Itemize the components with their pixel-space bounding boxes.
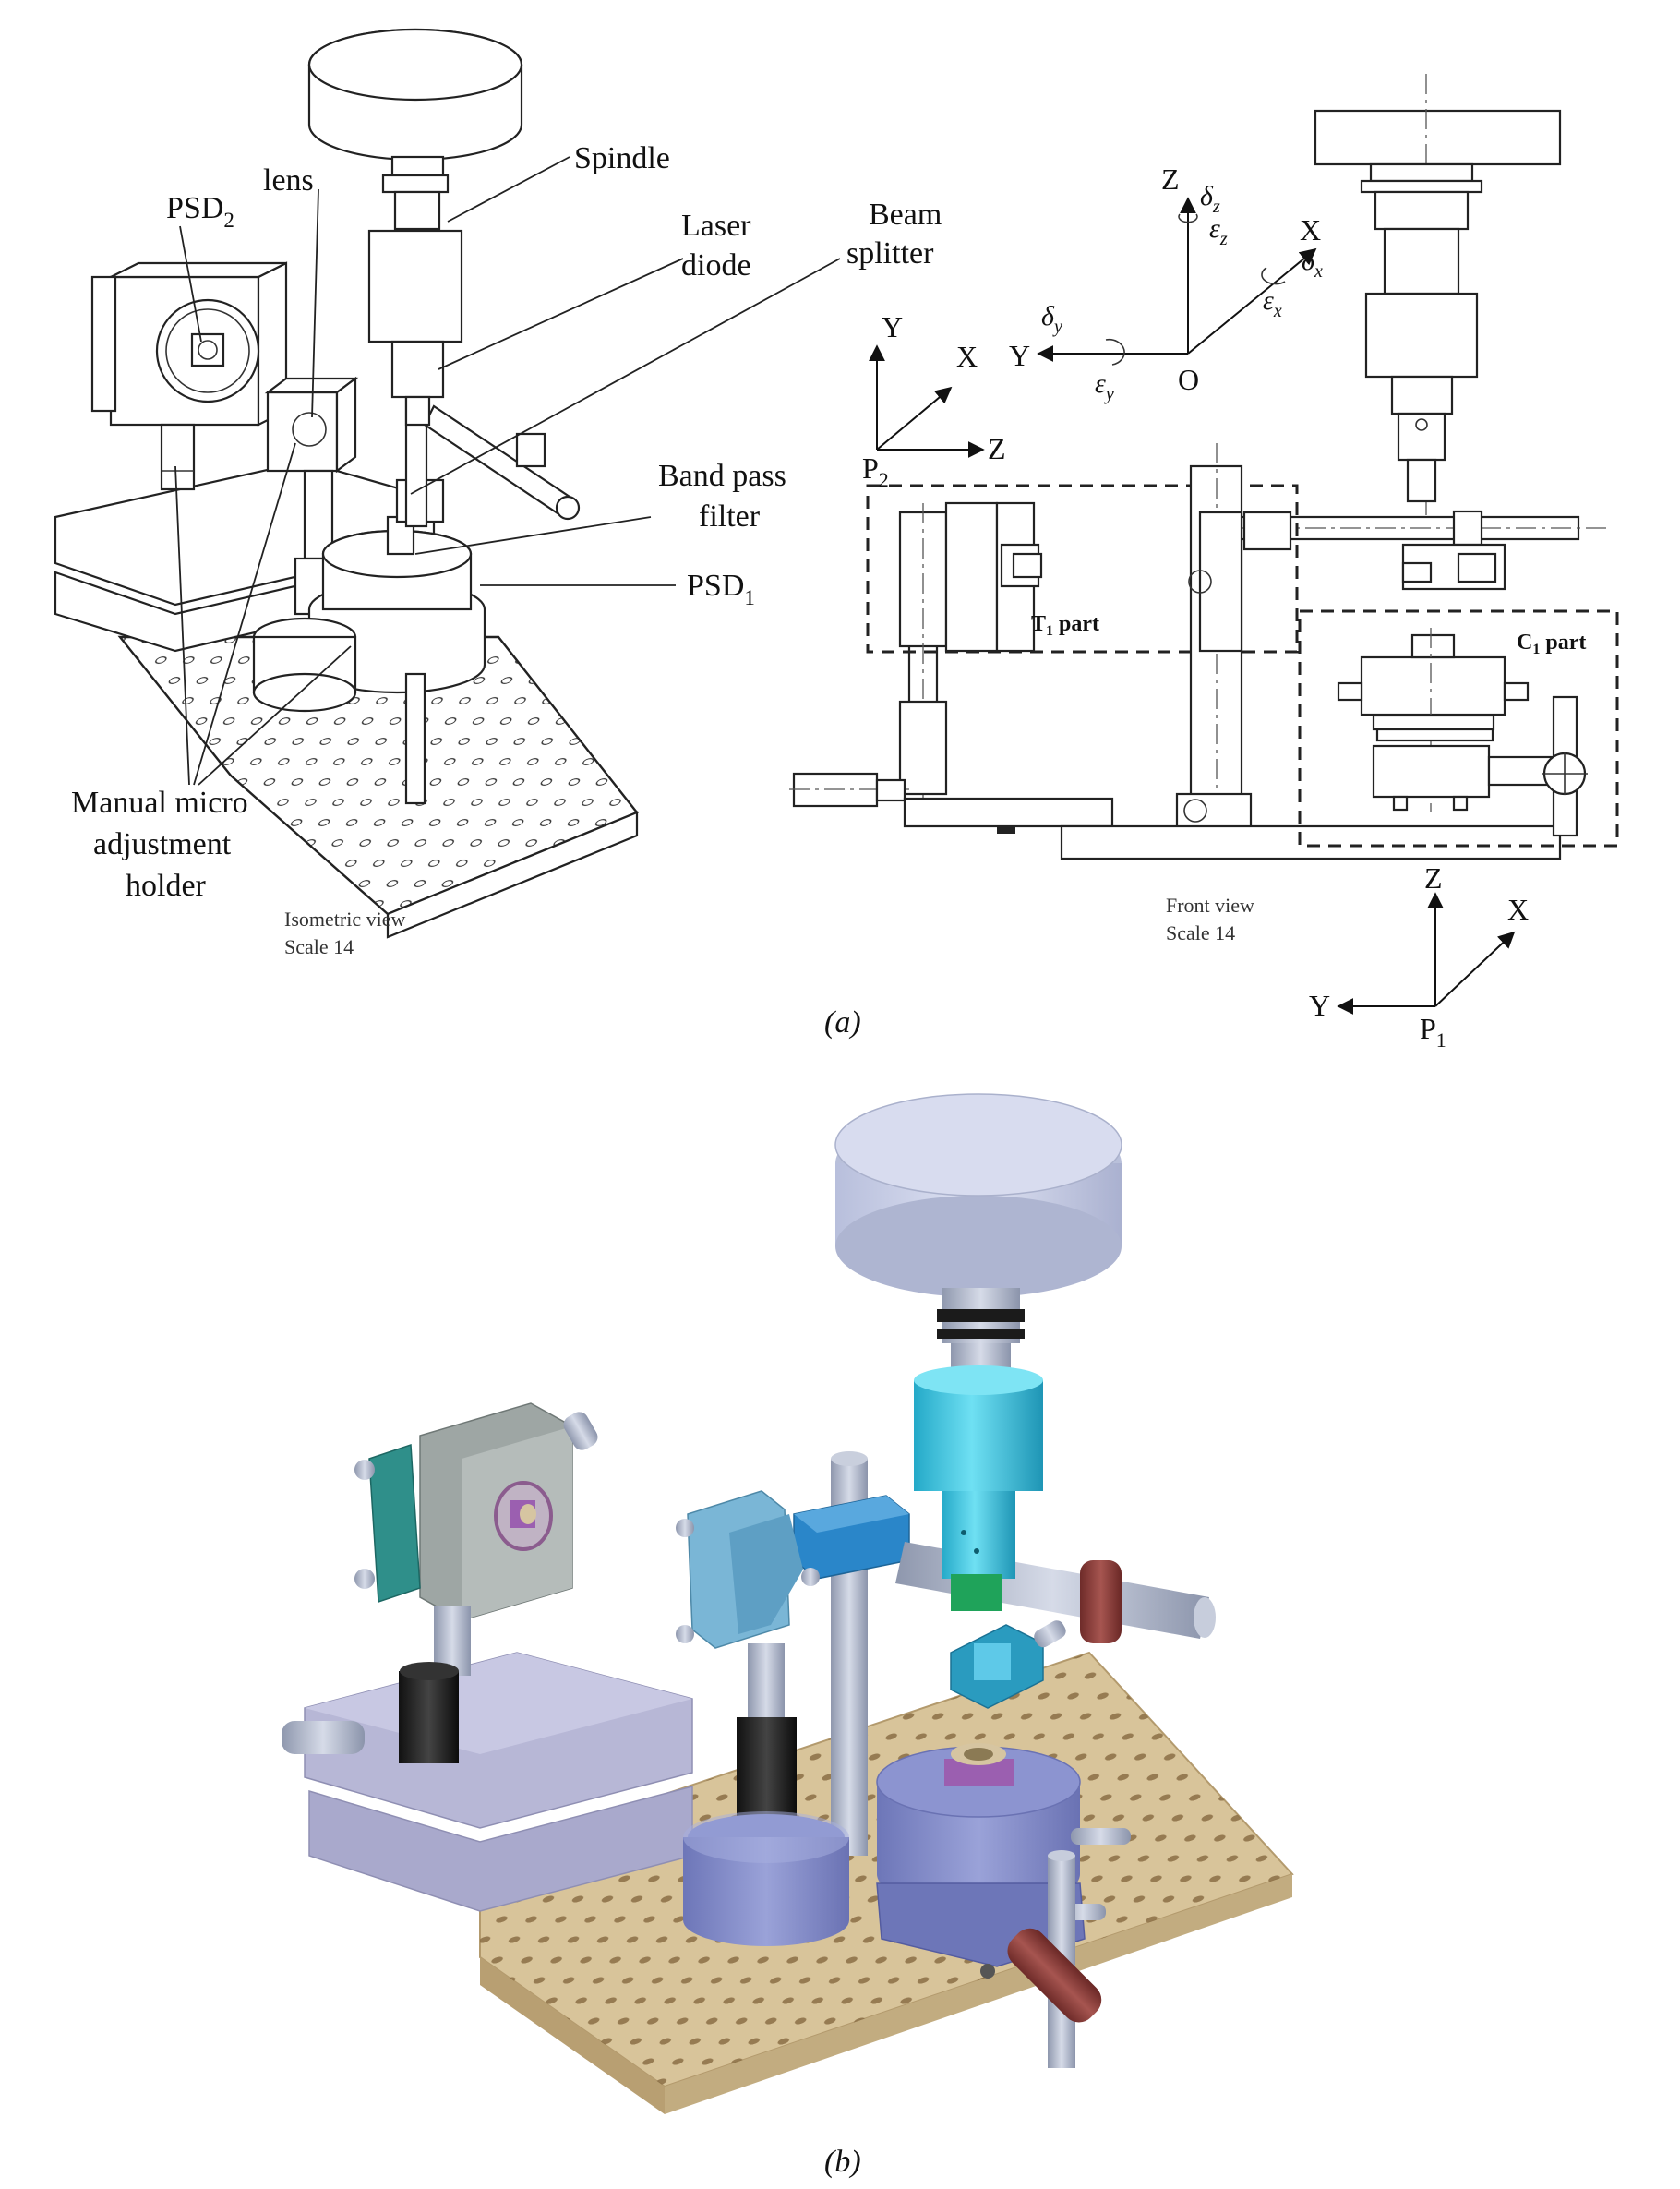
laser-diode-label-line2: diode — [681, 248, 751, 283]
band-pass-label-line2: filter — [699, 499, 761, 534]
holder-label-line2: adjustment — [93, 827, 232, 861]
beam-splitter-label-line1: Beam — [869, 198, 942, 232]
iso-leaders — [174, 156, 841, 786]
psd2-assembly — [90, 261, 288, 491]
spindle-assembly — [307, 28, 523, 427]
c1-part-label: C1 part — [1517, 631, 1586, 657]
band-pass-render — [950, 1620, 1066, 1709]
p2-frame-y: Y — [882, 310, 903, 343]
lens-holder — [264, 376, 359, 616]
o-frame-y: Y — [1009, 339, 1030, 372]
epsilon-y: εy — [1095, 368, 1114, 404]
lens-holder-render — [676, 1490, 849, 1946]
holder-label-line1: Manual micro — [71, 786, 248, 820]
isometric-view-name: Isometric view — [284, 908, 405, 931]
delta-x: δx — [1302, 246, 1323, 282]
p2-frame-origin: P2 — [862, 451, 889, 491]
p1-frame-x: X — [1507, 893, 1529, 926]
o-frame-z: Z — [1161, 162, 1180, 196]
epsilon-x: εx — [1263, 285, 1282, 321]
c1-part-box — [1298, 609, 1619, 848]
support-column-render — [793, 1451, 910, 1856]
t1-part-box — [866, 484, 1299, 654]
beam-splitter-label-line2: splitter — [846, 236, 934, 271]
spindle-label: Spindle — [574, 141, 670, 175]
p2-frame-x: X — [956, 340, 978, 373]
isometric-view: PSD2 lens Spindle Laser diode Beam split… — [54, 28, 942, 958]
panel-b-render — [282, 1093, 1294, 2114]
front-spindle-disk — [1314, 109, 1562, 166]
o-frame-origin: O — [1178, 363, 1199, 396]
p1-frame-axes: Z X Y P1 — [1309, 861, 1529, 1052]
front-view: T1 part C1 part Front view Scale 14 — [789, 74, 1619, 944]
spindle-render — [834, 1093, 1122, 1611]
caption-b: (b) — [824, 2145, 861, 2179]
holder-label-line3: holder — [126, 869, 207, 903]
p2-frame-axes: Y X Z P2 — [862, 310, 1006, 491]
psd1-render — [876, 1743, 1131, 1979]
o-frame-x: X — [1300, 213, 1321, 247]
p1-frame-z: Z — [1424, 861, 1443, 895]
psd2-label: PSD2 — [166, 191, 234, 232]
psd1-label: PSD1 — [687, 569, 755, 609]
front-scale: Scale 14 — [1166, 921, 1235, 944]
p2-frame-z: Z — [988, 432, 1006, 465]
o-frame-axes: Z X Y O δz εz δx εx δy εy — [1009, 162, 1323, 404]
caption-a: (a) — [824, 1005, 861, 1040]
lens-label: lens — [263, 163, 314, 198]
band-pass-label-line1: Band pass — [658, 459, 786, 493]
delta-z: δz — [1200, 181, 1220, 217]
laser-diode-label-line1: Laser — [681, 209, 751, 243]
isometric-scale: Scale 14 — [284, 935, 354, 958]
t1-part-label: T1 part — [1031, 612, 1099, 639]
psd2-render — [354, 1402, 598, 1763]
delta-y: δy — [1041, 301, 1062, 337]
cross-rod — [423, 404, 574, 519]
p1-frame-origin: P1 — [1420, 1012, 1446, 1052]
p1-frame-y: Y — [1309, 989, 1330, 1022]
front-view-name: Front view — [1166, 894, 1254, 917]
epsilon-z: εz — [1209, 213, 1228, 249]
